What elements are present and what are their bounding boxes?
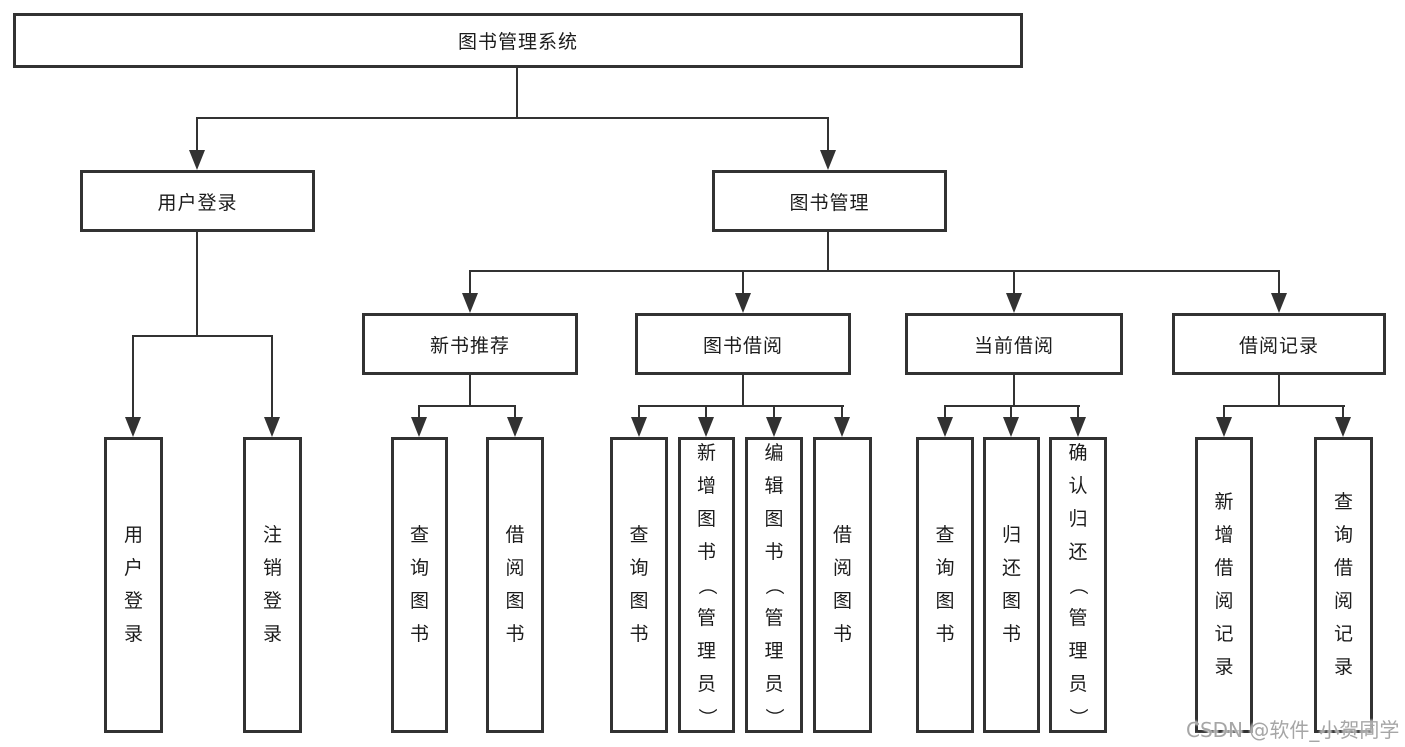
- leaf-borrow-books-recommend: 借阅图书: [486, 437, 544, 733]
- connector-line: [1278, 375, 1280, 406]
- arrowhead-down-icon: [264, 417, 280, 437]
- connector-line: [827, 232, 829, 271]
- arrowhead-down-icon: [189, 150, 205, 170]
- arrowhead-down-icon: [834, 417, 850, 437]
- connector-line: [132, 335, 273, 337]
- node-book-borrowing: 图书借阅: [635, 313, 851, 375]
- arrowhead-down-icon: [937, 417, 953, 437]
- arrowhead-down-icon: [1335, 417, 1351, 437]
- connector-line: [944, 406, 946, 419]
- arrowhead-down-icon: [698, 417, 714, 437]
- arrowhead-down-icon: [1006, 293, 1022, 313]
- leaf-user-login: 用户登录: [104, 437, 163, 733]
- connector-line: [638, 405, 844, 407]
- connector-line: [944, 405, 1080, 407]
- connector-line: [638, 406, 640, 419]
- arrowhead-down-icon: [1271, 293, 1287, 313]
- leaf-logout: 注销登录: [243, 437, 302, 733]
- node-new-book-recommend: 新书推荐: [362, 313, 578, 375]
- connector-line: [516, 68, 518, 118]
- connector-line: [196, 117, 829, 119]
- connector-line: [469, 375, 471, 406]
- connector-line: [1077, 406, 1079, 419]
- connector-line: [742, 375, 744, 406]
- connector-line: [742, 271, 744, 296]
- csdn-watermark: CSDN @软件_小贺同学: [1186, 718, 1400, 742]
- connector-line: [827, 118, 829, 154]
- arrowhead-down-icon: [125, 417, 141, 437]
- connector-line: [132, 336, 134, 419]
- connector-line: [1342, 406, 1344, 419]
- connector-line: [514, 406, 516, 419]
- connector-line: [1013, 271, 1015, 296]
- connector-line: [1223, 405, 1345, 407]
- arrowhead-down-icon: [1070, 417, 1086, 437]
- arrowhead-down-icon: [735, 293, 751, 313]
- arrowhead-down-icon: [766, 417, 782, 437]
- arrowhead-down-icon: [411, 417, 427, 437]
- connector-line: [773, 406, 775, 419]
- leaf-add-books-admin: 新增图书（管理员）: [678, 437, 735, 733]
- connector-line: [1278, 271, 1280, 296]
- node-root: 图书管理系统: [13, 13, 1023, 68]
- connector-line: [1013, 375, 1015, 406]
- leaf-edit-books-admin: 编辑图书（管理员）: [745, 437, 803, 733]
- connector-line: [469, 271, 471, 296]
- node-user-login: 用户登录: [80, 170, 315, 232]
- leaf-confirm-return-admin: 确认归还（管理员）: [1049, 437, 1107, 733]
- arrowhead-down-icon: [820, 150, 836, 170]
- node-borrow-records: 借阅记录: [1172, 313, 1386, 375]
- connector-line: [418, 405, 516, 407]
- arrowhead-down-icon: [507, 417, 523, 437]
- node-book-management: 图书管理: [712, 170, 947, 232]
- connector-line: [705, 406, 707, 419]
- leaf-return-books: 归还图书: [983, 437, 1040, 733]
- connector-line: [1010, 406, 1012, 419]
- leaf-add-borrow-record: 新增借阅记录: [1195, 437, 1253, 733]
- arrowhead-down-icon: [462, 293, 478, 313]
- leaf-query-books-borrowing: 查询图书: [610, 437, 668, 733]
- connector-line: [271, 336, 273, 419]
- leaf-query-borrow-record: 查询借阅记录: [1314, 437, 1373, 733]
- connector-line: [469, 270, 1280, 272]
- leaf-query-books-current: 查询图书: [916, 437, 974, 733]
- connector-line: [418, 406, 420, 419]
- leaf-query-books-recommend: 查询图书: [391, 437, 448, 733]
- connector-line: [841, 406, 843, 419]
- connector-line: [196, 232, 198, 336]
- connector-line: [1223, 406, 1225, 419]
- connector-line: [196, 118, 198, 154]
- arrowhead-down-icon: [1216, 417, 1232, 437]
- leaf-borrow-books: 借阅图书: [813, 437, 872, 733]
- arrowhead-down-icon: [631, 417, 647, 437]
- arrowhead-down-icon: [1003, 417, 1019, 437]
- node-current-borrowing: 当前借阅: [905, 313, 1123, 375]
